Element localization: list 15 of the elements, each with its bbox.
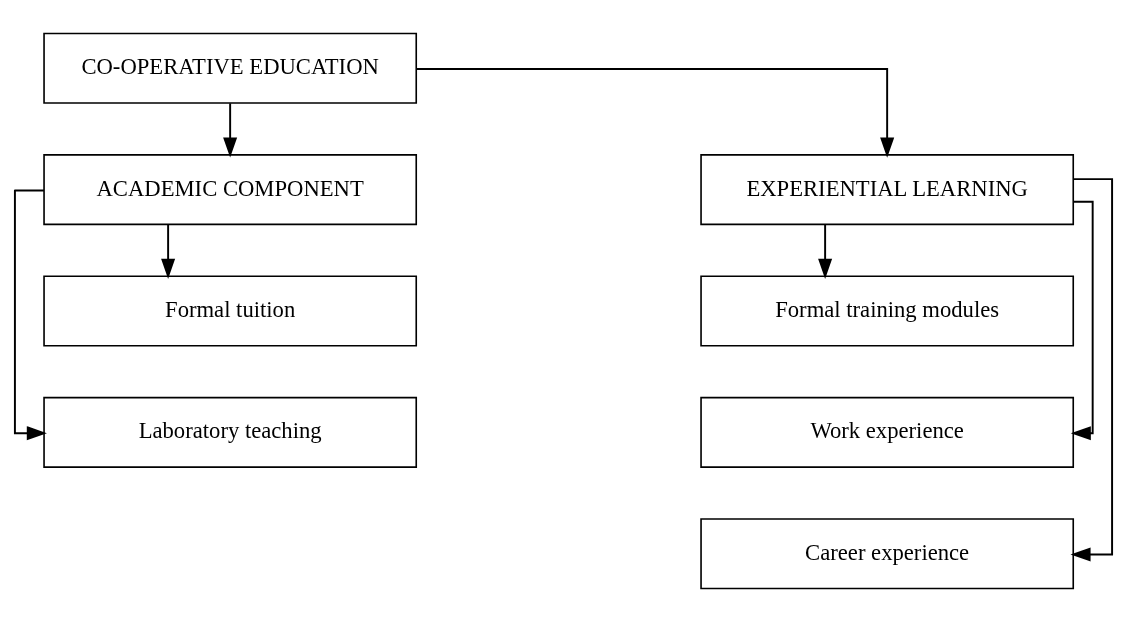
arrow <box>1070 178 1114 562</box>
arrow <box>1070 200 1094 441</box>
arrow <box>161 223 176 279</box>
node-box: EXPERIENTIAL LEARNING <box>700 154 1075 226</box>
node-box: Formal training modules <box>700 275 1075 347</box>
node-box: CO-OPERATIVE EDUCATION <box>43 32 418 104</box>
node-box: Laboratory teaching <box>43 396 418 468</box>
arrow <box>13 189 47 441</box>
node-box: Career experience <box>700 518 1075 590</box>
arrow <box>415 68 895 158</box>
arrow <box>223 102 238 158</box>
node-box: ACADEMIC COMPONENT <box>43 154 418 226</box>
node-box: Formal tuition <box>43 275 418 347</box>
node-box: Work experience <box>700 396 1075 468</box>
arrow <box>818 223 833 279</box>
